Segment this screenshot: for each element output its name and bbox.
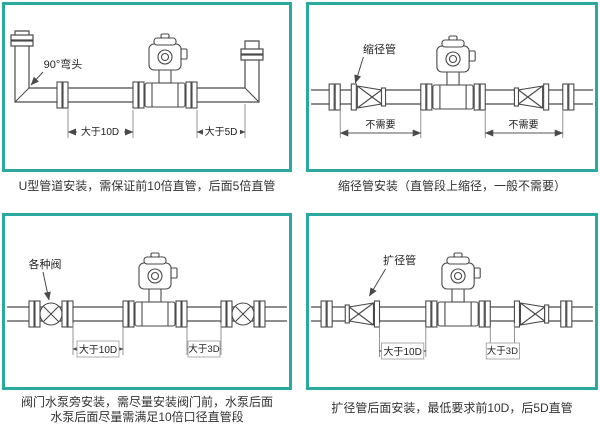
flowmeter [420, 35, 486, 111]
flange-pair [56, 81, 69, 109]
flowmeter [122, 252, 188, 328]
dimension-right: 大于5D [196, 104, 246, 139]
valve-left [28, 300, 74, 328]
callout-reducer: 缩径管 [354, 42, 396, 84]
dimension-right: 大于3D [485, 323, 520, 360]
panel-valve-pump-frame: 各种阀 大于10D 大于3D [2, 213, 292, 390]
dimension-left: 不需要 [339, 106, 422, 138]
callout-expander: 扩径管 [368, 253, 416, 297]
reducer-cone-right [513, 83, 550, 111]
flowmeter [425, 252, 491, 328]
dimension-left: 大于10D [67, 108, 134, 139]
dim-right-label: 大于5D [205, 125, 238, 138]
dim-left-label: 大于10D [79, 343, 117, 356]
callout-elbow: 90°弯头 [30, 57, 83, 86]
dimension-left: 大于10D [378, 323, 427, 360]
dimension-right: 不需要 [484, 106, 564, 138]
panel-reducer-caption: 缩径管安装（直管段上缩径，一般不需要） [337, 179, 566, 193]
panel-u-pipe-frame: 90°弯头 大于10D 大于5D [2, 2, 292, 172]
dimension-right: 大于3D [186, 323, 222, 358]
panel-valve-pump-caption: 阀门水泵旁安装，需尽量安装阀门前，水泵后面 水泵后面尽量需满足10倍口径直管段 [2, 395, 292, 425]
flange-pair [562, 83, 575, 111]
panel-u-pipe-caption: U型管道安装，需保证前10倍直管，后面5倍直管 [18, 179, 276, 193]
panel-expander-frame: 扩径管 大于10D 大于3D [306, 213, 598, 390]
expander-label: 扩径管 [383, 253, 416, 267]
u-pipe-run [10, 30, 264, 103]
dim-right-label: 大于3D [188, 343, 219, 355]
flange-pair [560, 300, 573, 328]
panel-expander-caption: 扩径管后面安装，最低要求前10D，后5D直管 [331, 401, 573, 415]
valve-right [220, 300, 266, 328]
dim-left-label: 大于10D [383, 345, 422, 358]
valves-label: 各种阀 [29, 257, 62, 271]
expander-drawing: 扩径管 大于10D 大于3D [311, 252, 593, 360]
caption-line-1: 阀门水泵旁安装，需尽量安装阀门前，水泵后面 [20, 395, 273, 409]
elbow-label: 90°弯头 [44, 57, 83, 71]
caption-line-2: 水泵后面尽量需满足10倍口径直管段 [50, 410, 244, 424]
u-pipe-drawing: 90°弯头 大于10D 大于5D [10, 30, 264, 139]
dim-left-label: 不需要 [365, 119, 395, 131]
expander-cone-right [513, 300, 550, 328]
flange-pair [328, 83, 341, 111]
flange-pair [320, 300, 333, 328]
reducer-label: 缩径管 [363, 42, 396, 56]
panel-reducer-frame: 缩径管 不需要 不需要 [306, 2, 598, 172]
expander-cone-left [344, 300, 381, 328]
callout-valves: 各种阀 [29, 257, 62, 301]
flowmeter [132, 33, 198, 109]
reducer-cone-left [350, 83, 387, 111]
reducer-drawing: 缩径管 不需要 不需要 [311, 35, 593, 138]
dimension-left: 大于10D [72, 323, 124, 358]
valve-pump-drawing: 各种阀 大于10D 大于3D [7, 252, 287, 358]
dim-left-label: 大于10D [81, 125, 119, 138]
dim-right-label: 大于3D [487, 345, 518, 357]
dim-right-label: 不需要 [508, 119, 538, 131]
